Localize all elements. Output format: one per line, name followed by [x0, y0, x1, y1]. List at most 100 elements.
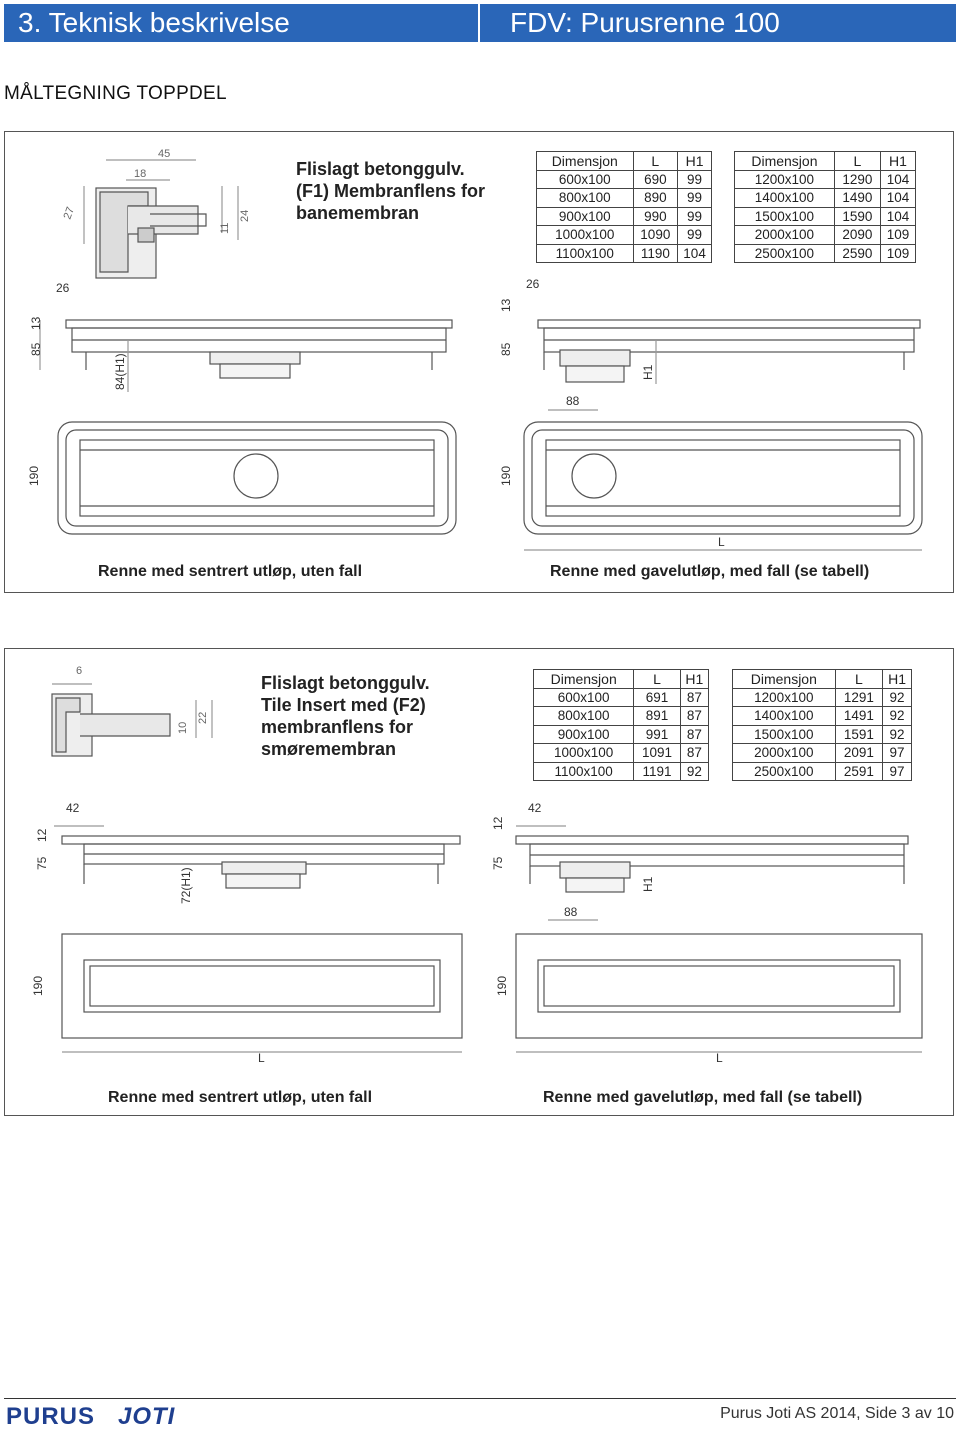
table-cell: 2090 [833, 225, 881, 245]
table-cell: 891 [633, 706, 681, 726]
f1-dim-45: 45 [158, 148, 170, 160]
table-cell: 99 [677, 188, 712, 208]
f2-description: Flislagt betonggulv. Tile Insert med (F2… [261, 673, 430, 759]
table-cell: 890 [632, 188, 679, 208]
f1-dim-26b: 26 [526, 277, 540, 291]
f2-dim-6: 6 [76, 665, 82, 677]
chapter-title: 3. Teknisk beskrivelse [18, 7, 290, 38]
table-cell: 1200x100 [734, 169, 835, 189]
table-cell: 104 [677, 243, 712, 263]
table-cell: 109 [879, 243, 917, 263]
column-header: Dimensjon [532, 669, 635, 689]
table-cell: 800x100 [536, 188, 634, 208]
header-document-bar: FDV: Purusrenne 100 [480, 4, 956, 42]
table-cell: 1291 [834, 687, 884, 707]
f2-caption-right: Renne med gavelutløp, med fall (se tabel… [543, 1089, 863, 1106]
table-cell: 1290 [833, 169, 881, 189]
footer-page-info: Purus Joti AS 2014, Side 3 av 10 [720, 1405, 954, 1422]
f1-side-view-right [537, 319, 921, 411]
table-cell: 97 [882, 761, 912, 781]
f1-dim-27: 27 [62, 205, 77, 221]
table-cell: 99 [677, 169, 712, 189]
f2-dim-h1a: 72(H1) [179, 867, 193, 904]
table-cell: 900x100 [532, 724, 635, 744]
f1-dim-h1b: H1 [641, 364, 655, 380]
f2-plan-dim-190b: 190 [495, 976, 509, 996]
f2-dim-12a: 12 [35, 828, 49, 842]
section-title: MÅLTEGNING TOPPDEL [4, 83, 227, 104]
f2-dim-22: 22 [197, 712, 209, 724]
table-cell: 1100x100 [536, 243, 634, 263]
table-cell: 104 [879, 188, 917, 208]
table-cell: 92 [882, 724, 912, 744]
table-cell: 92 [679, 761, 710, 781]
header-chapter-bar: 3. Teknisk beskrivelse [4, 4, 478, 42]
footer-divider [4, 1398, 956, 1399]
table-cell: 87 [679, 724, 710, 744]
table-cell: 104 [879, 169, 917, 189]
f1-plan-dim-190b: 190 [499, 466, 513, 486]
f1-plan-view-left [57, 421, 457, 535]
table-cell: 690 [632, 169, 679, 189]
table-cell: 1090 [632, 225, 679, 245]
panel-f2 [4, 648, 954, 1116]
column-header: H1 [677, 151, 712, 171]
table-cell: 87 [679, 687, 710, 707]
table-cell: 2591 [834, 761, 884, 781]
f1-dim-88: 88 [566, 394, 580, 408]
table-cell: 691 [633, 687, 681, 707]
f1-dim-18: 18 [134, 168, 146, 180]
f2-plan-dim-La: L [258, 1051, 265, 1065]
f1-dim-85b: 85 [499, 342, 513, 356]
column-header: H1 [879, 151, 917, 171]
f1-dim-h1a: 84(H1) [113, 353, 127, 390]
table-cell: 990 [632, 206, 679, 226]
table-cell: 1400x100 [734, 188, 835, 208]
f1-description: Flislagt betonggulv. (F1) Membranflens f… [296, 159, 486, 223]
f2-caption-left: Renne med sentrert utløp, uten fall [108, 1089, 373, 1106]
f1-dim-13b: 13 [499, 298, 513, 312]
f2-dim-h1b: H1 [641, 876, 655, 892]
table-cell: 1200x100 [732, 687, 836, 707]
joti-logo: JOTI [118, 1403, 176, 1430]
f2-dim-42a: 42 [66, 801, 80, 815]
f2-plan-dim-190a: 190 [31, 976, 45, 996]
table-cell: 99 [677, 206, 712, 226]
f1-profile-drawing [83, 159, 239, 279]
column-header: H1 [679, 669, 710, 689]
f2-dim-42b: 42 [528, 801, 542, 815]
document-title: FDV: Purusrenne 100 [510, 7, 780, 38]
f1-plan-view-right [523, 421, 923, 551]
f1-plan-dim-L: L [718, 535, 725, 549]
table-cell: 1100x100 [532, 761, 635, 781]
f2-plan-dim-Lb: L [716, 1051, 723, 1065]
table-cell: 991 [633, 724, 681, 744]
table-cell: 99 [677, 225, 712, 245]
f2-dim-12b: 12 [491, 816, 505, 830]
table-cell: 92 [882, 687, 912, 707]
f1-dim-26a: 26 [56, 281, 70, 295]
table-cell: 87 [679, 706, 710, 726]
table-cell: 109 [879, 225, 917, 245]
f2-dim-75b: 75 [491, 856, 505, 870]
table-cell: 97 [882, 743, 912, 763]
